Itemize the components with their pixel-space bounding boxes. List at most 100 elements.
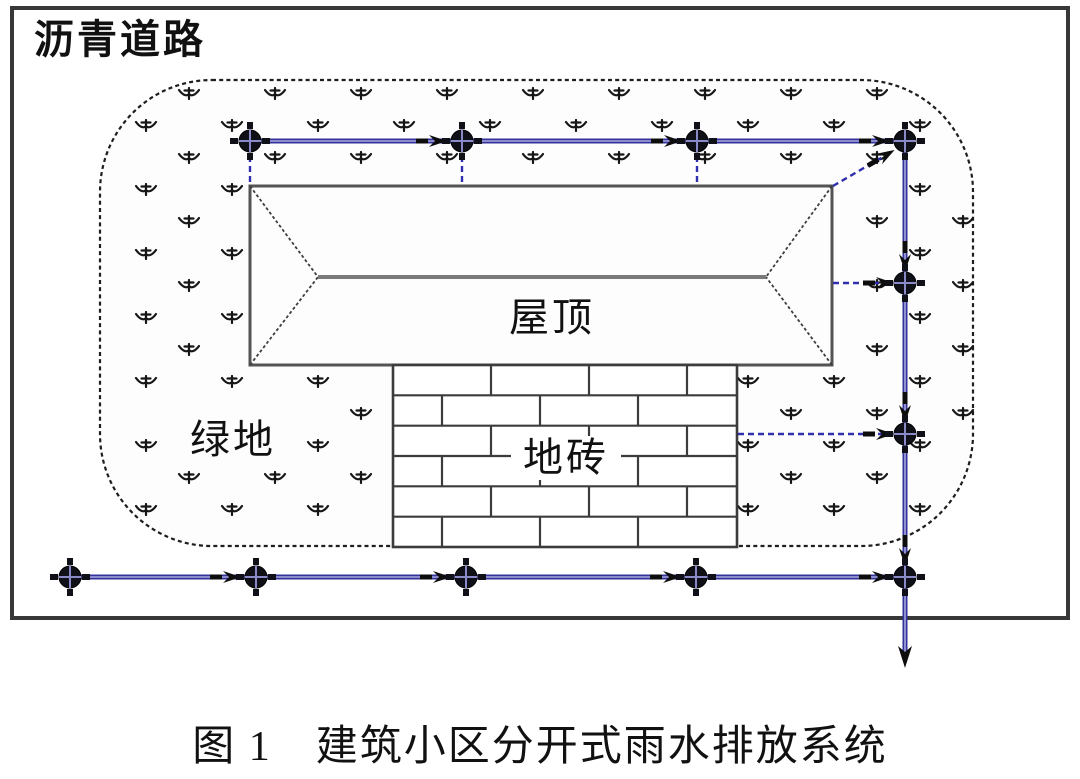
grass-tuft-icon (134, 118, 158, 133)
grass-tuft-icon (736, 502, 760, 517)
lawn-label: 绿地 (190, 417, 276, 462)
grass-tuft-icon (220, 374, 244, 389)
grass-tuft-icon (908, 310, 932, 325)
grass-tuft-icon (865, 470, 889, 485)
manhole-icon (50, 558, 90, 596)
grass-tuft-icon (951, 278, 975, 293)
grass-tuft-icon (134, 502, 158, 517)
flow-arrow-icon (866, 149, 895, 168)
grass-tuft-icon (220, 502, 244, 517)
grass-tuft-icon (134, 310, 158, 325)
roof-label: 屋顶 (509, 295, 595, 340)
manhole-icon (677, 122, 717, 160)
grass-tuft-icon (865, 86, 889, 101)
flow-arrow-icon (859, 571, 890, 583)
grass-tuft-icon (263, 150, 287, 165)
grass-tuft-icon (134, 246, 158, 261)
grass-tuft-icon (177, 150, 201, 165)
grass-tuft-icon (177, 214, 201, 229)
grass-tuft-icon (865, 406, 889, 421)
grass-tuft-icon (392, 118, 416, 133)
manhole-icon (236, 558, 276, 596)
roof-building (248, 184, 834, 367)
grass-tuft-icon (435, 86, 459, 101)
site-frame (10, 6, 1070, 620)
grass-tuft-icon (607, 150, 631, 165)
flow-arrow-icon (859, 135, 890, 147)
flow-arrow-icon (416, 135, 447, 147)
grass-tuft-icon (951, 342, 975, 357)
grass-tuft-icon (306, 118, 330, 133)
grass-tuft-icon (865, 342, 889, 357)
roof-hip-line (765, 276, 833, 366)
grass-tuft-icon (736, 118, 760, 133)
grass-tuft-icon (779, 86, 803, 101)
flow-arrow-icon (210, 571, 241, 583)
grass-tuft-icon (822, 438, 846, 453)
manhole-icon (230, 122, 270, 160)
manhole-icon (885, 122, 925, 160)
grass-tuft-icon (521, 150, 545, 165)
grass-tuft-icon (736, 374, 760, 389)
grass-tuft-icon (134, 182, 158, 197)
grass-tuft-icon (865, 214, 889, 229)
grass-tuft-icon (521, 86, 545, 101)
grass-tuft-icon (306, 502, 330, 517)
grass-tuft-icon (177, 470, 201, 485)
grass-tuft-icon (564, 118, 588, 133)
grass-tuft-icon (220, 182, 244, 197)
grass-tuft-icon (306, 374, 330, 389)
grass-tuft-icon (736, 438, 760, 453)
flow-arrow-icon (420, 571, 451, 583)
grass-tuft-icon (134, 374, 158, 389)
grass-tuft-icon (779, 150, 803, 165)
grass-tuft-icon (908, 118, 932, 133)
grass-tuft-icon (822, 502, 846, 517)
grass-tuft-icon (263, 470, 287, 485)
flow-arrow-icon (650, 571, 681, 583)
grass-tuft-icon (220, 118, 244, 133)
manhole-icon (885, 264, 925, 302)
grass-tuft-icon (607, 86, 631, 101)
grass-tuft-icon (693, 86, 717, 101)
manhole-icon (676, 558, 716, 596)
grass-tuft-icon (478, 118, 502, 133)
grass-tuft-icon (263, 86, 287, 101)
roof-hip-line (249, 276, 319, 366)
grass-tuft-icon (220, 246, 244, 261)
grass-tuft-icon (177, 278, 201, 293)
grass-tuft-icon (951, 214, 975, 229)
manhole-icon (446, 558, 486, 596)
grass-tuft-icon (306, 438, 330, 453)
grass-tuft-icon (951, 406, 975, 421)
grass-tuft-icon (908, 374, 932, 389)
manhole-icon (442, 122, 482, 160)
roof-hip-line (249, 185, 319, 278)
grass-tuft-icon (908, 502, 932, 517)
grass-tuft-icon (650, 118, 674, 133)
figure-caption: 图 1 建筑小区分开式雨水排放系统 (192, 724, 888, 770)
manhole-icon (885, 558, 925, 596)
grass-tuft-icon (779, 406, 803, 421)
grass-tuft-icon (349, 86, 373, 101)
roof-hip-line (765, 185, 833, 278)
grass-tuft-icon (349, 406, 373, 421)
grass-tuft-icon (779, 470, 803, 485)
grass-tuft-icon (349, 150, 373, 165)
grass-tuft-icon (908, 438, 932, 453)
paving-label: 地砖 (511, 436, 621, 480)
grass-tuft-icon (822, 118, 846, 133)
grass-tuft-icon (435, 150, 459, 165)
manhole-icon (885, 415, 925, 453)
flow-arrow-icon (898, 646, 912, 668)
grass-tuft-icon (908, 246, 932, 261)
grass-tuft-icon (220, 310, 244, 325)
flow-arrow-icon (651, 135, 682, 147)
grass-tuft-icon (822, 374, 846, 389)
asphalt-road-label: 沥青道路 (34, 17, 206, 62)
grass-tuft-icon (177, 342, 201, 357)
grass-tuft-icon (349, 470, 373, 485)
grass-tuft-icon (134, 438, 158, 453)
